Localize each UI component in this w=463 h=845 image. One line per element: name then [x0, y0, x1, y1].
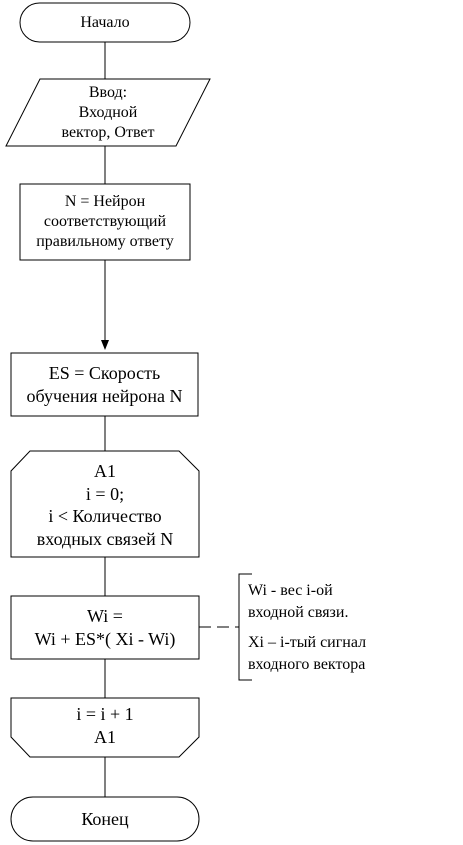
- start-terminator: [19, 2, 191, 43]
- speed-label-line-2: обучения нейрона N: [26, 385, 183, 406]
- loop-end-label-line-1: i = i + 1: [76, 704, 134, 724]
- speed-process-box: [10, 352, 199, 417]
- update-label-line-1: Wi =: [87, 606, 123, 626]
- annotation-note-weight-line-2: входной связи.: [248, 603, 349, 621]
- input-label: Ввод: Входной вектор, Ответ: [20, 79, 196, 146]
- end-label-line-1: Конец: [81, 808, 129, 829]
- input-parallelogram: [5, 78, 211, 147]
- annotation-note-signal-line-2: входного вектора: [248, 655, 366, 673]
- annotation-note-signal: Xi – i-тый сигнал входного вектора: [248, 632, 366, 675]
- update-label-line-2: Wi + ES*( Xi - Wi): [34, 628, 176, 649]
- neuron-label-line-1: N = Нейрон: [64, 193, 146, 210]
- speed-label-line-1: ES = Скорость: [48, 363, 161, 383]
- annotation-bracket: [238, 573, 252, 681]
- neuron-label-line-2: соответствующий: [43, 213, 167, 230]
- start-label: Начало: [20, 3, 190, 42]
- input-label-line-2: Входной: [78, 103, 138, 121]
- loop-start-hexagon: [10, 450, 200, 558]
- update-process-box: [10, 595, 200, 660]
- neuron-label-line-3: правильному ответу: [36, 233, 174, 250]
- loop-start-label-line-3: i < Количество: [48, 506, 162, 526]
- annotation-note-weight-line-1: Wi - вес i-ой: [248, 582, 333, 599]
- loop-start-label-line-4: входных связей N: [36, 528, 174, 549]
- loop-end-hexagon: [10, 697, 200, 758]
- loop-start-label-line-1: A1: [94, 461, 116, 481]
- start-label-line-1: Начало: [80, 13, 130, 31]
- input-label-line-3: вектор, Ответ: [61, 123, 155, 141]
- neuron-label: N = Нейрон соответствующий правильному отв…: [20, 184, 190, 260]
- loop-start-label-line-2: i = 0;: [85, 483, 125, 504]
- input-label-line-1: Ввод:: [88, 83, 128, 101]
- update-label: Wi =Wi + ES*( Xi - Wi): [11, 596, 199, 659]
- arrowhead-speed: [101, 340, 109, 350]
- annotation-note-weight: Wi - вес i-ой входной связи.: [248, 580, 348, 623]
- annotation-note-signal-line-1: Xi – i-тый сигнал: [248, 634, 367, 651]
- loop-end-label-line-2: A1: [94, 726, 116, 747]
- neuron-process-box: [19, 183, 191, 261]
- end-terminator: [10, 796, 200, 842]
- end-label: Конец: [11, 797, 199, 841]
